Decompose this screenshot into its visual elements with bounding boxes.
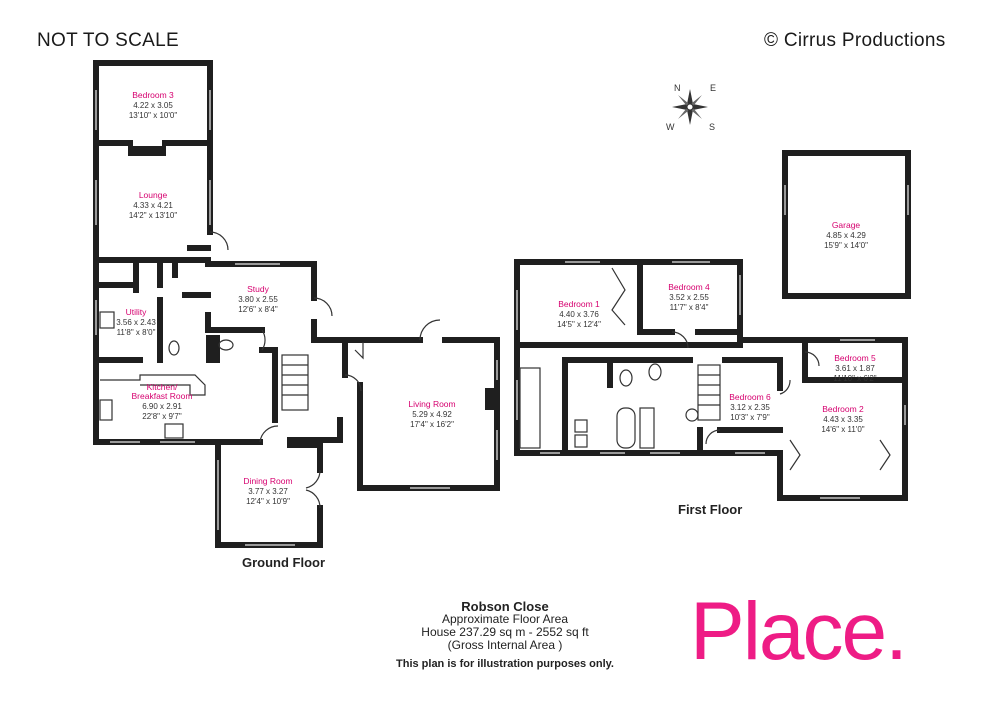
svg-text:6.90 x 2.91: 6.90 x 2.91 (142, 402, 182, 411)
illustration-note: This plan is for illustration purposes o… (396, 658, 614, 670)
room-living: Living Room 5.29 x 4.92 17'4" x 16'2" (408, 399, 455, 429)
first-floor-label: First Floor (678, 502, 743, 517)
ground-stairs (281, 354, 309, 411)
room-lounge: Lounge 4.33 x 4.21 14'2" x 13'10" (129, 190, 177, 220)
first-floor-details (516, 261, 906, 499)
svg-text:Living Room: Living Room (408, 399, 455, 409)
room-dining: Dining Room 3.77 x 3.27 12'4" x 10'9" (243, 476, 292, 506)
first-floor-stairs (697, 364, 721, 421)
compass-e: E (710, 83, 716, 93)
svg-text:4.22 x 3.05: 4.22 x 3.05 (133, 101, 173, 110)
svg-text:12'6" x 8'4": 12'6" x 8'4" (238, 305, 278, 314)
compass-w: W (666, 122, 675, 132)
svg-text:3.56 x 2.43: 3.56 x 2.43 (116, 318, 156, 327)
scale-note: NOT TO SCALE (37, 30, 179, 51)
room-bedroom3: Bedroom 3 4.22 x 3.05 13'10" x 10'0" (129, 90, 177, 120)
fireplace (128, 146, 166, 156)
svg-text:Bedroom 4: Bedroom 4 (668, 282, 710, 292)
area-info: Robson Close Approximate Floor Area Hous… (360, 600, 650, 671)
svg-text:Bedroom 3: Bedroom 3 (132, 90, 174, 100)
room-bedroom6: Bedroom 6 3.12 x 2.35 10'3" x 7'9" (729, 392, 771, 422)
room-garage: Garage 4.85 x 4.29 15'9" x 14'0" (824, 220, 868, 250)
svg-text:3.12 x 2.35: 3.12 x 2.35 (730, 403, 770, 412)
svg-text:Garage: Garage (832, 220, 861, 230)
svg-text:Kitchen/: Kitchen/ (147, 382, 178, 392)
svg-text:5.29 x 4.92: 5.29 x 4.92 (412, 410, 452, 419)
svg-text:4.40 x 3.76: 4.40 x 3.76 (559, 310, 599, 319)
svg-text:Utility: Utility (126, 307, 148, 317)
svg-text:14'5" x 12'4": 14'5" x 12'4" (557, 320, 601, 329)
svg-text:11'8" x 8'0": 11'8" x 8'0" (117, 328, 156, 337)
svg-text:3.52 x 2.55: 3.52 x 2.55 (669, 293, 709, 302)
svg-text:Study: Study (247, 284, 269, 294)
room-kitchen: Kitchen/ Breakfast Room 6.90 x 2.91 22'8… (132, 382, 193, 421)
svg-text:22'8" x 9'7": 22'8" x 9'7" (142, 412, 182, 421)
svg-text:4.43 x 3.35: 4.43 x 3.35 (823, 415, 863, 424)
svg-text:17'4" x 16'2": 17'4" x 16'2" (410, 420, 454, 429)
place-logo: Place. (690, 585, 908, 679)
svg-text:3.61 x 1.87: 3.61 x 1.87 (835, 364, 875, 373)
ground-floor-details (95, 90, 498, 546)
svg-text:Breakfast Room: Breakfast Room (132, 391, 193, 401)
svg-text:14'2" x 13'10": 14'2" x 13'10" (129, 211, 177, 220)
room-bedroom4: Bedroom 4 3.52 x 2.55 11'7" x 8'4" (668, 282, 710, 312)
area-line-3: (Gross Internal Area ) (447, 638, 563, 652)
svg-text:3.77 x 3.27: 3.77 x 3.27 (248, 487, 288, 496)
svg-text:4.33 x 4.21: 4.33 x 4.21 (133, 201, 173, 210)
property-title: Robson Close (461, 599, 549, 614)
svg-text:13'10" x 10'0": 13'10" x 10'0" (129, 111, 177, 120)
garage-walls (782, 150, 911, 299)
area-line-1: Approximate Floor Area (441, 612, 569, 626)
ground-floor-label: Ground Floor (242, 555, 326, 570)
svg-text:12'4" x 10'9": 12'4" x 10'9" (246, 497, 290, 506)
room-bedroom2: Bedroom 2 4.43 x 3.35 14'6" x 11'0" (821, 404, 864, 434)
area-line-2: House 237.29 sq m - 2552 sq ft (421, 625, 589, 639)
room-utility: Utility 3.56 x 2.43 11'8" x 8'0" (116, 307, 156, 337)
ground-floor-walls (93, 60, 500, 548)
svg-text:11'7" x 8'4": 11'7" x 8'4" (670, 303, 709, 312)
room-study: Study 3.80 x 2.55 12'6" x 8'4" (238, 284, 278, 314)
svg-text:Dining Room: Dining Room (243, 476, 292, 486)
logo-text: Place (690, 586, 887, 677)
room-bedroom5: Bedroom 5 3.61 x 1.87 11'10" x 6'2" (833, 353, 876, 383)
svg-text:11'10" x 6'2": 11'10" x 6'2" (833, 374, 876, 383)
svg-text:10'3" x 7'9": 10'3" x 7'9" (730, 413, 770, 422)
compass-rose-icon (672, 89, 708, 125)
room-bedroom1: Bedroom 1 4.40 x 3.76 14'5" x 12'4" (557, 299, 601, 329)
svg-text:3.80 x 2.55: 3.80 x 2.55 (238, 295, 278, 304)
svg-text:4.85 x 4.29: 4.85 x 4.29 (826, 231, 866, 240)
svg-text:Bedroom 6: Bedroom 6 (729, 392, 771, 402)
svg-text:Bedroom 2: Bedroom 2 (822, 404, 864, 414)
svg-text:Bedroom 5: Bedroom 5 (834, 353, 876, 363)
logo-dot: . (885, 586, 908, 677)
svg-text:Lounge: Lounge (139, 190, 168, 200)
svg-text:14'6" x 11'0": 14'6" x 11'0" (821, 425, 864, 434)
copyright-note: © Cirrus Productions (764, 30, 946, 51)
svg-text:15'9" x 14'0": 15'9" x 14'0" (824, 241, 868, 250)
svg-text:Bedroom 1: Bedroom 1 (558, 299, 600, 309)
compass-s: S (709, 122, 715, 132)
compass-n: N (674, 83, 681, 93)
